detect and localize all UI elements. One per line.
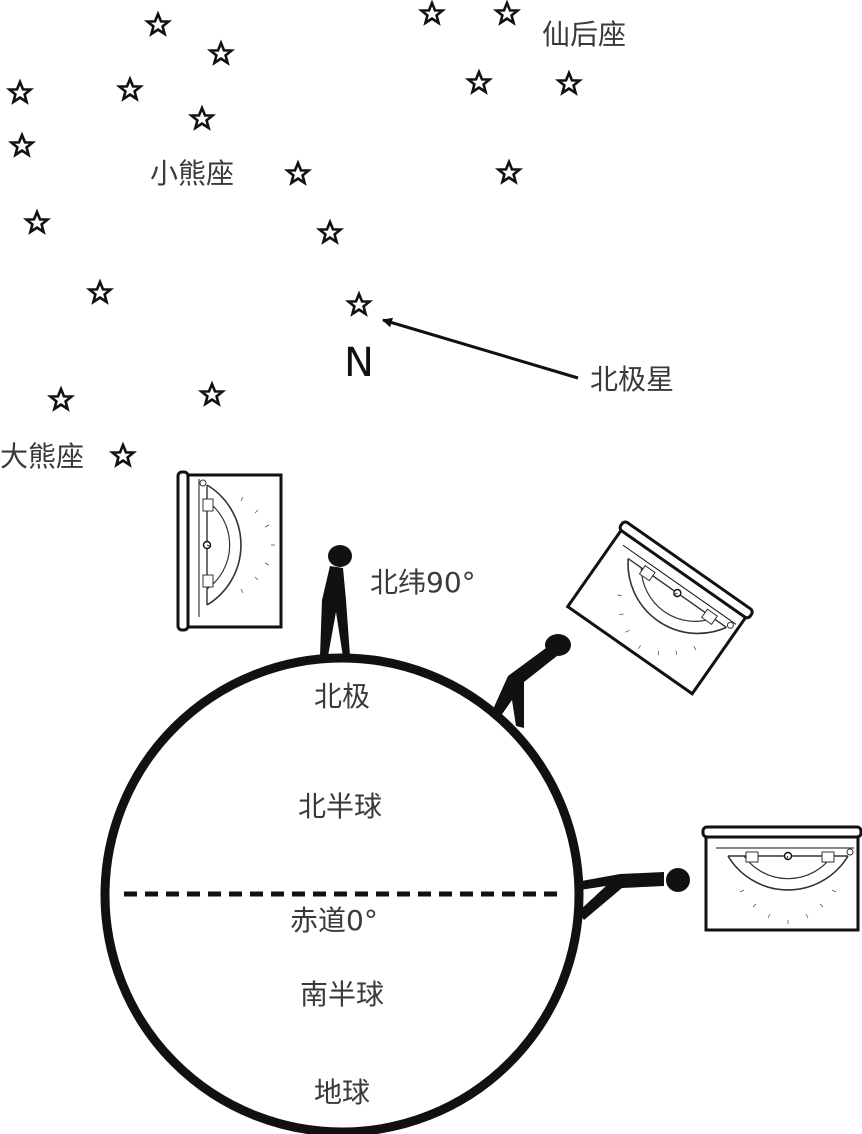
star-icon bbox=[146, 12, 170, 36]
label-ursa-minor: 小熊座 bbox=[150, 157, 234, 190]
star-icon bbox=[8, 80, 32, 104]
star-icon bbox=[111, 443, 135, 467]
protractor-board-mid bbox=[563, 518, 756, 697]
label-northern-hemisphere: 北半球 bbox=[298, 790, 382, 823]
star-icon bbox=[557, 71, 581, 95]
label-cassiopeia: 仙后座 bbox=[542, 18, 626, 51]
star-icon bbox=[200, 382, 224, 406]
star-icon bbox=[25, 210, 49, 234]
observer-equator bbox=[576, 868, 690, 920]
label-ursa-major: 大熊座 bbox=[0, 440, 84, 473]
star-icon bbox=[209, 41, 233, 65]
north-mark: N bbox=[344, 340, 374, 386]
label-equator: 赤道0° bbox=[290, 904, 378, 937]
label-north-star: 北极星 bbox=[590, 363, 674, 396]
star-field bbox=[8, 1, 581, 467]
label-southern-hemisphere: 南半球 bbox=[300, 978, 384, 1011]
star-icon bbox=[318, 220, 342, 244]
label-earth: 地球 bbox=[314, 1076, 370, 1109]
star-icon bbox=[420, 1, 444, 25]
polaris-arrow bbox=[382, 317, 579, 380]
star-icon bbox=[118, 77, 142, 101]
label-latitude-90: 北纬90° bbox=[370, 566, 476, 599]
observer-mid-latitude bbox=[490, 634, 571, 728]
label-north-pole: 北极 bbox=[314, 680, 370, 713]
star-icon bbox=[497, 160, 521, 184]
star-icon bbox=[49, 387, 73, 411]
protractor-board-equator bbox=[701, 825, 862, 932]
star-icon bbox=[88, 280, 112, 304]
star-icon bbox=[495, 1, 519, 25]
polaris-star-icon bbox=[347, 292, 371, 316]
star-icon bbox=[467, 70, 491, 94]
observer-north-pole bbox=[320, 545, 352, 657]
protractor-board-north bbox=[176, 470, 283, 632]
star-icon bbox=[10, 133, 34, 157]
star-icon bbox=[190, 106, 214, 130]
star-icon bbox=[286, 161, 310, 185]
